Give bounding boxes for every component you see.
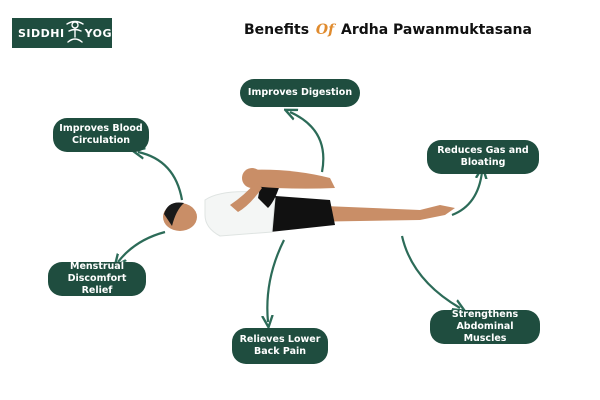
title-prefix: Benefits [244, 22, 310, 38]
arrow-to-circulation [138, 152, 184, 201]
bent-shin [248, 169, 335, 189]
benefit-gas-label: Reduces Gas and Bloating [437, 145, 529, 168]
extended-leg [300, 205, 455, 222]
arrow-to-abdominal [400, 235, 460, 308]
benefit-back-label: Relieves Lower Back Pain [239, 334, 321, 357]
arm [230, 182, 262, 212]
torso [204, 191, 276, 237]
benefit-abdominal: Strengthens Abdominal Muscles [430, 309, 540, 344]
benefit-gas: Reduces Gas and Bloating [427, 140, 539, 174]
shorts [262, 195, 335, 232]
arrow-to-gas [451, 172, 482, 217]
benefit-digestion-label: Improves Digestion [247, 87, 353, 98]
arrow-to-digestion [290, 112, 325, 173]
benefit-circulation-label: Improves Blood Circulation [59, 123, 143, 146]
benefit-abdominal-label: Strengthens Abdominal Muscles [451, 309, 519, 344]
arrow-to-back [267, 239, 285, 322]
brand-logo: SIDDHI YOGA [12, 18, 121, 48]
hair [164, 202, 184, 226]
brand-name-right: YOGA [84, 26, 122, 40]
benefit-digestion: Improves Digestion [240, 79, 360, 107]
title-suffix: Ardha Pawanmuktasana [341, 22, 532, 38]
page-title: Benefits Of Ardha Pawanmuktasana [244, 22, 532, 38]
benefit-menstrual-label: Menstrual Discomfort Relief [67, 261, 127, 296]
benefit-circulation: Improves Blood Circulation [53, 118, 149, 152]
benefit-menstrual: Menstrual Discomfort Relief [48, 261, 146, 296]
brand-name-left: SIDDHI [18, 26, 65, 40]
benefit-back: Relieves Lower Back Pain [232, 328, 328, 364]
arrow-to-menstrual [118, 230, 166, 262]
yoga-pose-icon [65, 18, 85, 48]
title-of: Of [315, 22, 335, 38]
